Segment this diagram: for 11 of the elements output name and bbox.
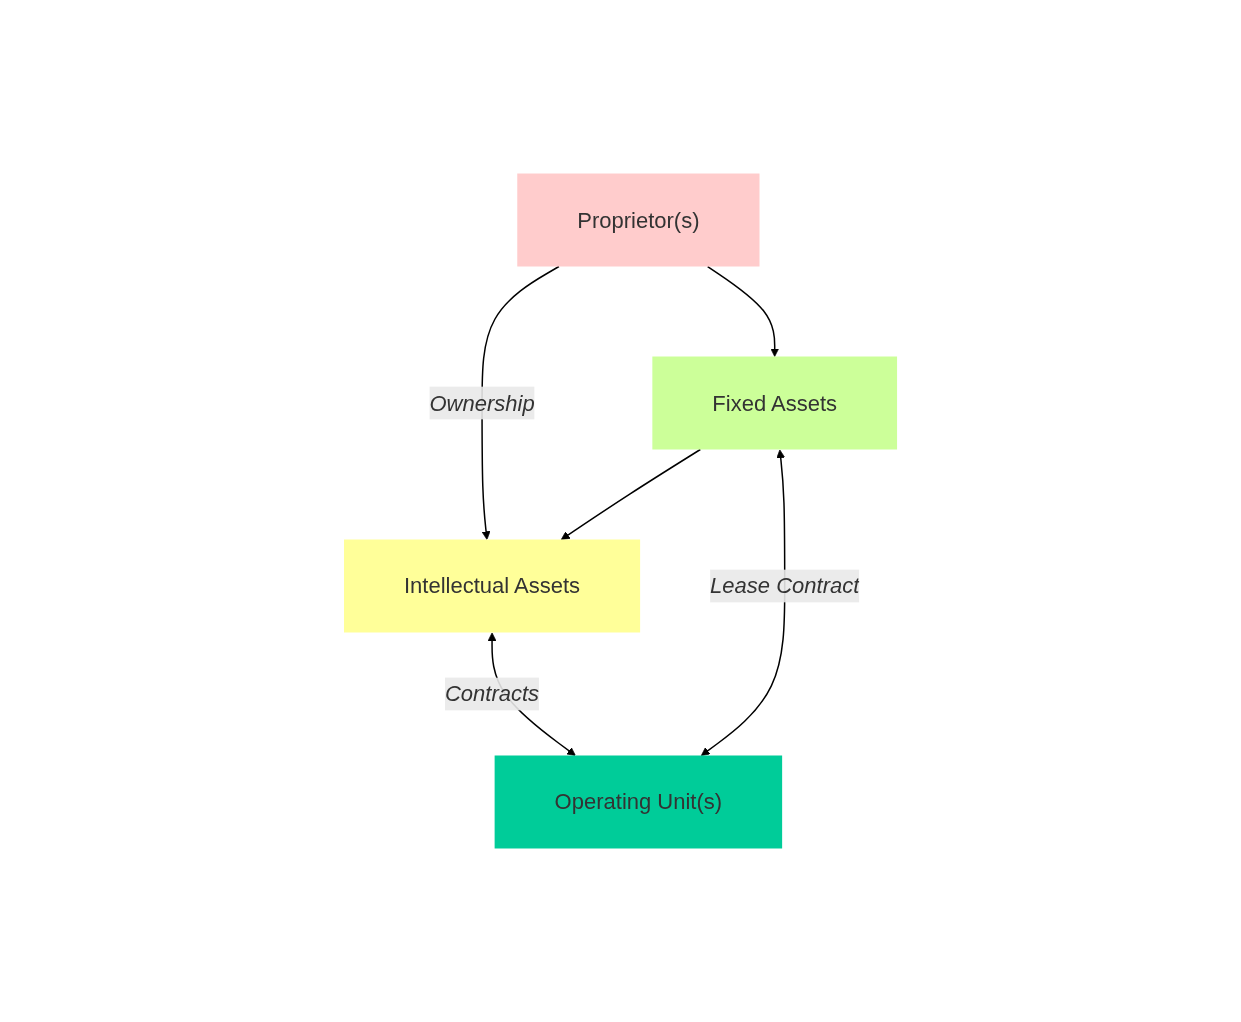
arrow xyxy=(700,449,786,756)
edge-label: Contracts xyxy=(444,681,540,707)
arrow xyxy=(560,448,702,540)
node-box: Operating Unit(s) xyxy=(494,755,783,849)
node-box: Proprietor(s) xyxy=(517,173,760,267)
arrow xyxy=(481,265,560,540)
node-box: Intellectual Assets xyxy=(343,539,641,633)
arrow xyxy=(706,265,780,357)
node-box: Fixed Assets xyxy=(652,356,898,450)
edge-label: Ownership xyxy=(429,390,535,416)
edge-label: Lease Contract xyxy=(710,573,860,599)
